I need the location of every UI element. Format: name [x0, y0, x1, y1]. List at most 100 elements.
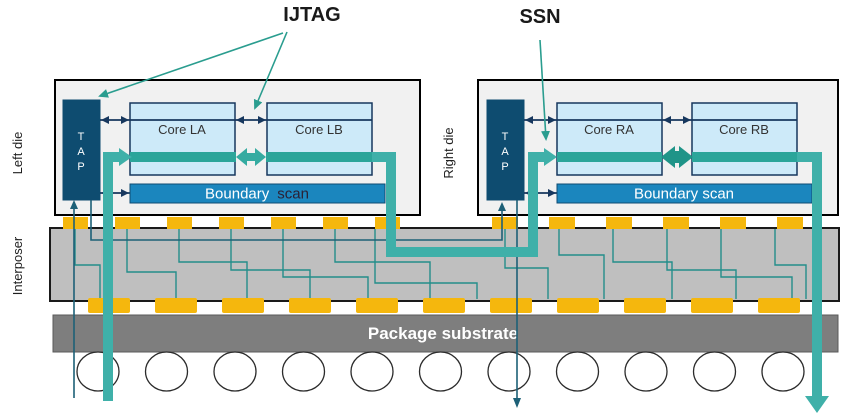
arrowhead [525, 116, 533, 124]
micro-bump [606, 217, 632, 229]
interposer-route [374, 229, 478, 299]
c4-bump [222, 298, 264, 313]
c4-bump [289, 298, 331, 313]
left-boundary-scan-bar [129, 183, 386, 204]
right-die-label: Right die [441, 127, 456, 178]
arrowhead [236, 116, 244, 124]
interposer-route [230, 229, 311, 299]
left-die-label: Left die [10, 132, 25, 175]
c4-bump [356, 298, 398, 313]
solder-ball [487, 351, 531, 392]
arrowhead [121, 116, 129, 124]
interposer-route [774, 229, 807, 299]
micro-bump [271, 217, 296, 229]
core-ra-label: Core RA [584, 122, 634, 137]
arrowhead [548, 189, 556, 197]
solder-ball [213, 351, 257, 392]
micro-bump [720, 217, 746, 229]
interposer-route [74, 229, 101, 299]
left-tap-letter-t: T [78, 131, 86, 143]
core-la-box [129, 102, 236, 176]
arrowhead [683, 116, 691, 124]
die-to-die-tap-chain [90, 200, 503, 241]
c4-bump [423, 298, 465, 313]
c4-bump [557, 298, 599, 313]
micro-bump [63, 217, 88, 229]
interposer-route [720, 229, 793, 299]
c4-bump [691, 298, 733, 313]
right-tap-letter-t: T [502, 131, 510, 143]
micro-bump [663, 217, 689, 229]
solder-ball [418, 351, 463, 392]
micro-bump [219, 217, 244, 229]
ijtag-pointer-to-cores [253, 31, 288, 110]
ssn-arrow-la-lb [236, 148, 266, 166]
right-boundary-scan-label: Boundary scan [634, 186, 734, 203]
interposer-label: Interposer [10, 236, 25, 295]
interposer-route [334, 229, 431, 299]
core-rb-label: Core RB [719, 122, 769, 137]
micro-bump [115, 217, 140, 229]
c4-bump [758, 298, 800, 313]
arrowhead-down [513, 398, 521, 408]
arrowhead [101, 116, 109, 124]
ssn-die-to-die-link [372, 152, 544, 257]
left-tap-letter-a: A [77, 146, 85, 158]
ijtag-title: IJTAG [283, 4, 340, 26]
micro-bump [323, 217, 348, 229]
c4-bump [490, 298, 532, 313]
ijtag-pointer-to-tap [98, 32, 284, 98]
solder-ball [761, 351, 805, 392]
arrowhead [258, 116, 266, 124]
bottom-bumps [88, 298, 800, 313]
c4-bump [624, 298, 666, 313]
core-la-label: Core LA [158, 122, 206, 137]
ssn-input-riser [103, 152, 119, 401]
ssn-arrow-into-core-la [119, 148, 132, 166]
core-ra-box [556, 102, 663, 176]
micro-bump [492, 217, 518, 229]
solder-balls [76, 351, 805, 392]
arrowhead [121, 189, 129, 197]
interposer-route [126, 229, 177, 299]
ssn-exit-arrow-down [805, 396, 829, 413]
ssn-pointer [539, 39, 551, 141]
interposer-route [612, 229, 673, 299]
package-substrate-label: Package substrate [368, 324, 518, 343]
arrowhead-up [70, 200, 78, 209]
right-tap-letter-p: P [501, 161, 509, 173]
interposer-routing-lines [74, 229, 807, 299]
core-lb-box [266, 102, 373, 176]
interposer-route [666, 229, 737, 299]
solder-ball [350, 351, 394, 392]
solder-ball [555, 351, 600, 392]
scan-word: scan [277, 186, 309, 203]
core-lb-label: Core LB [295, 122, 343, 137]
solder-ball [624, 351, 668, 392]
ssn-title: SSN [519, 6, 560, 28]
solder-ball [144, 351, 189, 392]
right-tap-block [486, 99, 525, 201]
boundary-word: Boundary [205, 186, 270, 203]
interposer-route [178, 229, 248, 299]
ssn-output-drop [797, 152, 822, 396]
solder-ball [281, 351, 326, 392]
ssn-arrow-ra-rb [661, 146, 693, 168]
micro-bump [549, 217, 575, 229]
solder-ball [692, 351, 737, 392]
micro-bump [777, 217, 803, 229]
interposer-route [282, 229, 369, 299]
left-boundary-scan-label: Boundary scan [205, 186, 309, 203]
ssn-arrow-into-core-ra [544, 148, 557, 166]
arrowhead [548, 116, 556, 124]
left-tap-letter-p: P [77, 161, 85, 173]
right-tap-letter-a: A [501, 146, 509, 158]
core-rb-box [691, 102, 798, 176]
arrowhead-up [498, 202, 506, 211]
interposer-route [558, 229, 605, 299]
arrowhead [663, 116, 671, 124]
micro-bump [167, 217, 192, 229]
left-tap-block [62, 99, 101, 201]
